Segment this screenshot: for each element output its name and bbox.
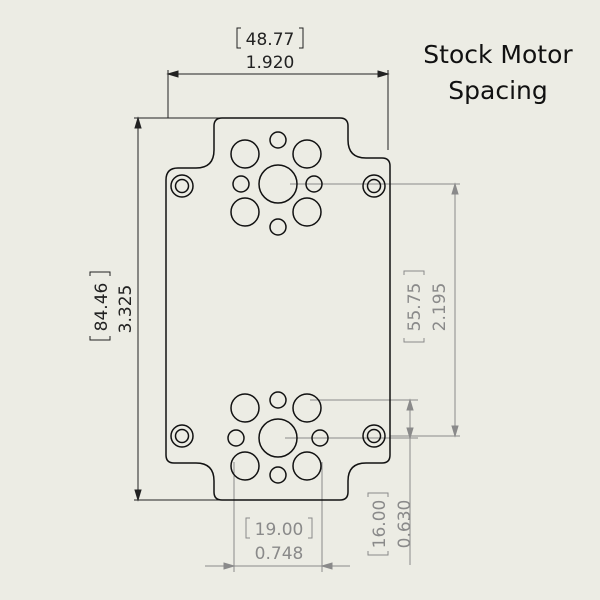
bracket-mount-spacing bbox=[403, 270, 425, 343]
mount-hole-bottom-left bbox=[170, 424, 194, 448]
arrowhead-left bbox=[166, 70, 179, 78]
bracket-height bbox=[89, 271, 111, 341]
mount-hole-top-left bbox=[170, 174, 194, 198]
overall-width-inch: 1.920 bbox=[246, 53, 295, 73]
motor-hole bbox=[230, 139, 260, 169]
motor-hole bbox=[292, 393, 322, 423]
motor-hole-offset-dimension bbox=[285, 398, 418, 565]
arrowhead-spacing-left bbox=[223, 562, 236, 570]
mount-hole-top-left-inner bbox=[174, 178, 190, 194]
bracket-hole-spacing bbox=[245, 517, 313, 539]
motor-hole-cluster-bottom bbox=[227, 391, 329, 484]
overall-height-inch: 3.325 bbox=[116, 285, 136, 334]
motor-hole-small bbox=[311, 429, 329, 447]
mount-hole-top-right-inner bbox=[366, 178, 382, 194]
arrowhead-right bbox=[377, 70, 390, 78]
motor-hole bbox=[292, 451, 322, 481]
mount-spacing-inch: 2.195 bbox=[430, 283, 450, 332]
motor-hole-spacing-mm: 19.00 bbox=[255, 520, 304, 540]
motor-hole bbox=[292, 197, 322, 227]
motor-hole-small bbox=[227, 429, 245, 447]
motor-hole bbox=[230, 451, 260, 481]
overall-height-dimension bbox=[89, 116, 222, 502]
motor-hole bbox=[230, 393, 260, 423]
motor-hole-small bbox=[269, 466, 287, 484]
mount-hole-bottom-right-inner bbox=[366, 428, 382, 444]
arrowhead-mount-top bbox=[451, 182, 459, 195]
motor-shaft-hole-top bbox=[258, 164, 298, 204]
motor-hole bbox=[230, 197, 260, 227]
arrowhead-mount-bottom bbox=[451, 425, 459, 438]
overall-width-dimension bbox=[166, 27, 390, 150]
title-line-2: Spacing bbox=[448, 76, 548, 105]
motor-hole-small bbox=[269, 131, 287, 149]
plate-outline bbox=[165, 117, 391, 501]
bracket-width bbox=[236, 27, 304, 49]
motor-hole-cluster-top bbox=[230, 131, 323, 236]
mount-spacing-mm: 55.75 bbox=[405, 283, 425, 332]
motor-hole-small bbox=[269, 218, 287, 236]
motor-hole-spacing-inch: 0.748 bbox=[255, 544, 304, 564]
motor-hole-spacing-dimension bbox=[205, 462, 350, 572]
arrowhead-offset-bottom bbox=[406, 427, 414, 440]
bracket-hole-offset bbox=[367, 492, 389, 556]
motor-hole-offset-inch: 0.630 bbox=[395, 500, 415, 549]
motor-shaft-hole-bottom bbox=[258, 418, 298, 458]
arrowhead-offset-top bbox=[406, 398, 414, 411]
motor-hole-small bbox=[305, 175, 323, 193]
mount-spacing-dimension bbox=[290, 182, 460, 438]
mount-hole-bottom-left-inner bbox=[174, 428, 190, 444]
arrowhead-spacing-right bbox=[320, 562, 333, 570]
arrowhead-bottom bbox=[134, 489, 142, 502]
motor-hole bbox=[292, 139, 322, 169]
motor-hole-offset-mm: 16.00 bbox=[370, 500, 390, 549]
motor-hole-small bbox=[269, 391, 287, 409]
motor-hole-small bbox=[232, 175, 250, 193]
mount-hole-top-right bbox=[362, 174, 386, 198]
title-line-1: Stock Motor bbox=[423, 40, 573, 69]
mount-hole-bottom-right bbox=[362, 424, 386, 448]
overall-width-mm: 48.77 bbox=[246, 30, 295, 50]
arrowhead-top bbox=[134, 116, 142, 129]
overall-height-mm: 84.46 bbox=[92, 283, 112, 332]
mount-holes bbox=[170, 174, 386, 448]
